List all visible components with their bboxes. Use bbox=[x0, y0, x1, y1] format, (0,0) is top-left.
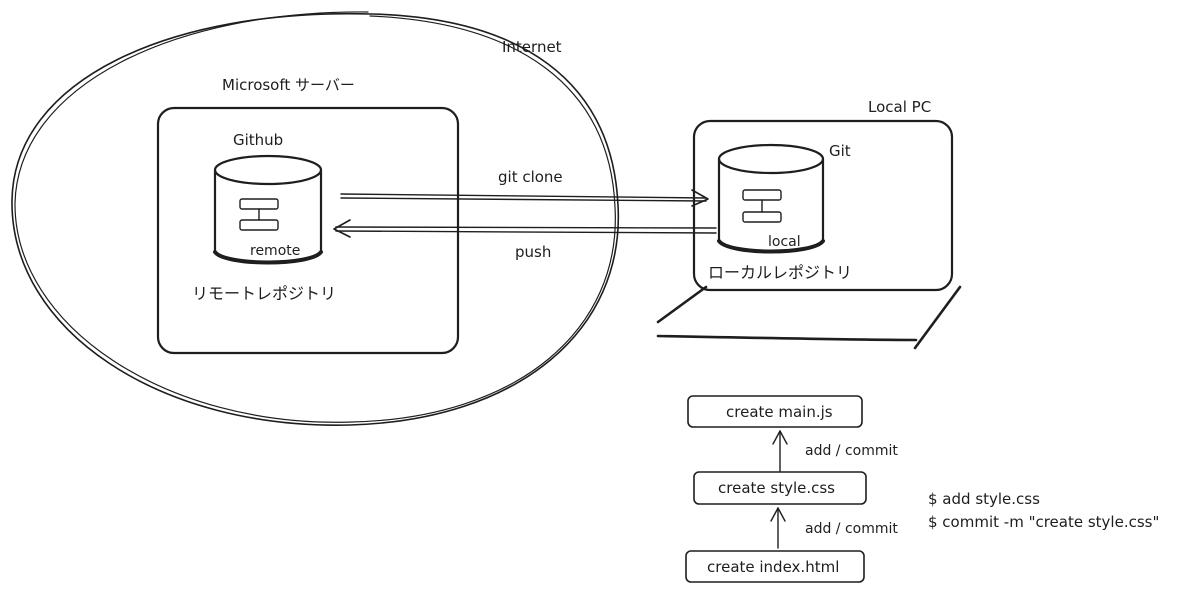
commit-style-css bbox=[693, 471, 867, 505]
commit-index-html-label: create index.html bbox=[707, 558, 839, 576]
commit-arrow-lower bbox=[770, 507, 786, 549]
command-line-1: $ add style.css bbox=[928, 490, 1040, 508]
commit-main-js-label: create main.js bbox=[726, 403, 833, 421]
commit-style-css-label: create style.css bbox=[718, 479, 835, 497]
local-repo-label: ローカルレポジトリ bbox=[708, 263, 852, 282]
microsoft-server-box bbox=[156, 106, 460, 355]
database-icon bbox=[742, 189, 782, 201]
microsoft-server-label: Microsoft サーバー bbox=[222, 76, 355, 94]
push-label: push bbox=[515, 243, 551, 261]
git-clone-arrow bbox=[340, 189, 709, 207]
local-label: local bbox=[768, 234, 801, 250]
command-line-2: $ commit -m "create style.css" bbox=[928, 513, 1159, 531]
commit-arrow-upper bbox=[772, 430, 788, 472]
commit-index-html bbox=[685, 550, 865, 583]
git-label: Git bbox=[829, 142, 851, 160]
local-repo-cylinder bbox=[717, 143, 825, 254]
local-pc-label: Local PC bbox=[868, 98, 931, 116]
remote-label: remote bbox=[250, 243, 300, 259]
commit-arrow-upper-label: add / commit bbox=[805, 443, 898, 459]
commit-arrow-lower-label: add / commit bbox=[805, 521, 898, 537]
push-arrow bbox=[333, 219, 717, 238]
github-label: Github bbox=[233, 131, 283, 149]
database-icon bbox=[239, 198, 279, 210]
laptop-base bbox=[656, 285, 962, 350]
commit-main-js bbox=[687, 395, 863, 428]
git-clone-label: git clone bbox=[498, 168, 563, 186]
internet-cloud bbox=[11, 11, 620, 426]
internet-label: Internet bbox=[502, 38, 562, 56]
remote-repo-label: リモートレポジトリ bbox=[192, 284, 336, 303]
remote-repo-cylinder bbox=[213, 154, 323, 265]
